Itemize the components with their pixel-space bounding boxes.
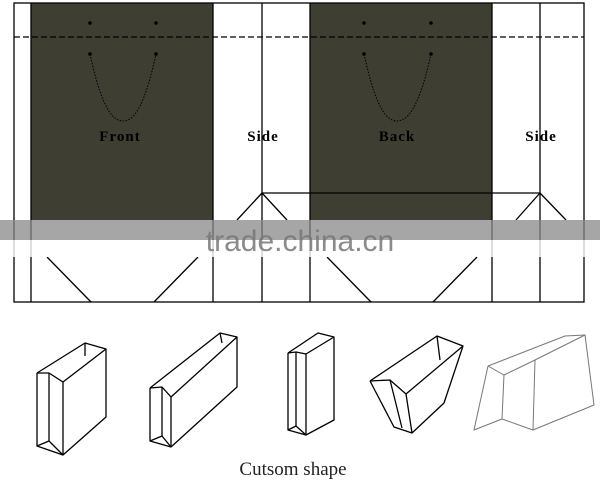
front-handle-icon: [89, 53, 157, 122]
caption: Cutsom shape: [239, 459, 346, 480]
bag-shape-1: [36, 342, 107, 456]
side-label: Side: [247, 129, 279, 145]
outer-border: [13, 2, 585, 303]
front-panel: [31, 3, 213, 220]
watermark: trade.china.cn: [206, 225, 394, 258]
bottom-diagonal: [432, 256, 478, 303]
front-label: Front: [99, 129, 140, 145]
bag-shape-4: [369, 335, 464, 434]
handle-holes: [88, 21, 433, 56]
bag-shape-2: [149, 332, 238, 448]
bag-shapes: [36, 332, 595, 456]
back-handle-icon: [363, 53, 432, 122]
back-panel: [310, 3, 492, 220]
bottom-diagonal: [153, 256, 199, 303]
bag-shape-5: [473, 334, 595, 431]
bottom-diagonal: [326, 256, 372, 303]
bag-layout: [13, 2, 585, 303]
back-label: Back: [379, 129, 416, 145]
watermark-band: [0, 220, 600, 240]
side-gusset-lines: [515, 192, 567, 221]
side-gusset-lines: [236, 192, 288, 221]
bottom-diagonal: [46, 256, 92, 303]
bag-shape-3: [287, 332, 335, 436]
side-label: Side: [525, 129, 557, 145]
